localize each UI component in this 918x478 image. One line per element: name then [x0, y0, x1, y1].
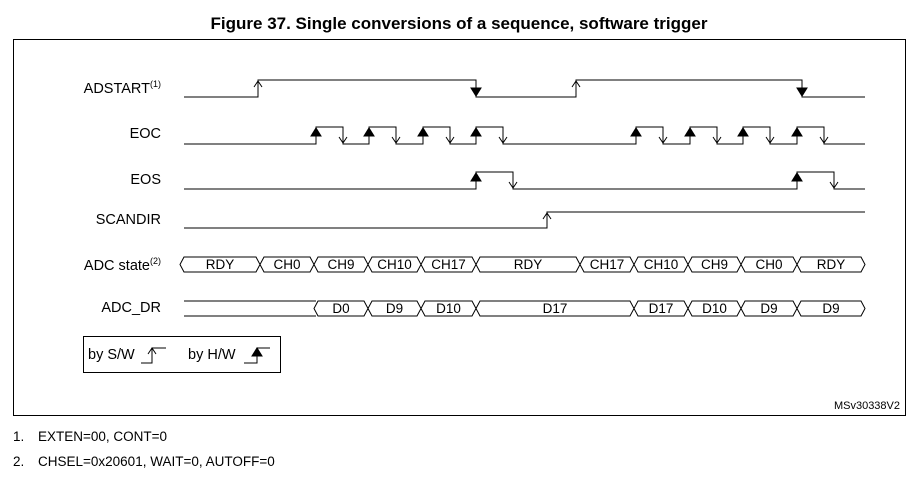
adc-state-value: CH0 — [755, 257, 782, 272]
adc-dr-cell — [420, 300, 477, 317]
adc-state-cell — [259, 256, 315, 273]
wave-eos — [184, 171, 865, 190]
signal-label-scandir: SCANDIR — [95, 212, 161, 228]
sw-arrow — [712, 136, 722, 144]
hw-arrow — [791, 172, 803, 182]
hw-arrow — [737, 127, 749, 137]
footnote-1: 1.EXTEN=00, CONT=0 — [13, 429, 168, 444]
adc-state-value: CH0 — [273, 257, 300, 272]
adc-state-value: RDY — [817, 257, 846, 272]
adc-dr-value: D0 — [332, 301, 349, 316]
transition-arrows — [253, 80, 839, 220]
diagram-frame — [13, 39, 906, 416]
hw-arrow — [470, 127, 482, 137]
adc-state-value: CH9 — [327, 257, 354, 272]
adc-state-value: CH10 — [377, 257, 412, 272]
sw-arrow — [253, 80, 263, 88]
sw-arrow — [765, 136, 775, 144]
figure-title: Figure 37. Single conversions of a seque… — [210, 14, 708, 33]
signal-label-eos: EOS — [130, 172, 161, 188]
legend-box: by S/W by H/W — [83, 336, 281, 373]
adc-state-value: RDY — [514, 257, 543, 272]
adc-dr-cell — [367, 300, 422, 317]
sw-arrow — [445, 136, 455, 144]
adc-dr-value: D17 — [649, 301, 674, 316]
sw-arrow — [508, 181, 518, 189]
adc-state-cell — [796, 256, 866, 273]
adc-dr-value: D17 — [543, 301, 568, 316]
sw-arrow — [829, 181, 839, 189]
hw-arrow — [796, 87, 808, 97]
footnote-2: 2.CHSEL=0x20601, WAIT=0, AUTOFF=0 — [13, 454, 275, 469]
legend-sw-label: by S/W — [88, 347, 135, 363]
adc-dr-value: D10 — [436, 301, 461, 316]
adc-dr-cell — [740, 300, 798, 317]
adc-dr-cell — [687, 300, 742, 317]
sw-arrow — [498, 136, 508, 144]
signal-label-adstart: ADSTART(1) — [83, 79, 161, 97]
adc-state-cell — [179, 256, 261, 273]
adc-state-value: CH10 — [644, 257, 679, 272]
adc-state-cell — [313, 256, 369, 273]
adc-state-cell — [740, 256, 798, 273]
wave-scandir — [184, 211, 865, 229]
legend-sw-edge — [141, 347, 166, 364]
legend-hw-arrow — [251, 347, 263, 357]
waveforms — [184, 79, 865, 229]
sw-arrow — [819, 136, 829, 144]
hw-arrow — [310, 127, 322, 137]
adc-state-cell — [420, 256, 477, 273]
hw-arrow — [684, 127, 696, 137]
legend-sw-arrow — [147, 347, 157, 355]
adc-state-cell — [367, 256, 422, 273]
hw-arrow — [470, 87, 482, 97]
adc-dr-cell — [475, 300, 635, 317]
adc-dr-cell — [633, 300, 689, 317]
sw-arrow — [338, 136, 348, 144]
wave-adstart — [184, 79, 865, 98]
adc-dr-cell — [796, 300, 866, 317]
legend-hw-label: by H/W — [188, 347, 236, 363]
adc-state-value: RDY — [206, 257, 235, 272]
hw-arrow — [363, 127, 375, 137]
adc-state-cell — [687, 256, 742, 273]
hw-arrow — [470, 172, 482, 182]
adc-state-cell — [475, 256, 581, 273]
adc-state-cell — [579, 256, 635, 273]
adc-state-cell — [633, 256, 689, 273]
hw-arrow — [791, 127, 803, 137]
sw-arrow — [391, 136, 401, 144]
adc-state-value: CH17 — [431, 257, 466, 272]
signal-label-adc-state: ADC state(2) — [83, 256, 161, 274]
adc-dr-idle — [184, 300, 316, 317]
reference-code: MSv30338V2 — [833, 400, 900, 412]
adc-dr-value: D9 — [822, 301, 839, 316]
adc-dr-cell — [313, 300, 369, 317]
hw-arrow — [417, 127, 429, 137]
adc-dr-value: D9 — [760, 301, 777, 316]
adc-state-value: CH17 — [590, 257, 625, 272]
adc-dr-value: D9 — [386, 301, 403, 316]
signal-label-eoc: EOC — [129, 126, 161, 142]
adc-dr-value: D10 — [702, 301, 727, 316]
adc-state-value: CH9 — [701, 257, 728, 272]
adc-state-bus: RDY CH0 CH9 CH10 CH17 RDY CH17 CH10 CH9 CH0 RDY — [179, 256, 866, 273]
wave-eoc — [184, 126, 865, 145]
sw-arrow — [542, 212, 552, 220]
adc-dr-bus: D0 D9 D10 D17 D17 D10 D9 D9 — [184, 300, 866, 317]
sw-arrow — [571, 80, 581, 88]
hw-arrow — [630, 127, 642, 137]
signal-label-adc-dr: ADC_DR — [101, 300, 161, 316]
legend-arrows — [141, 347, 270, 364]
sw-arrow — [658, 136, 668, 144]
